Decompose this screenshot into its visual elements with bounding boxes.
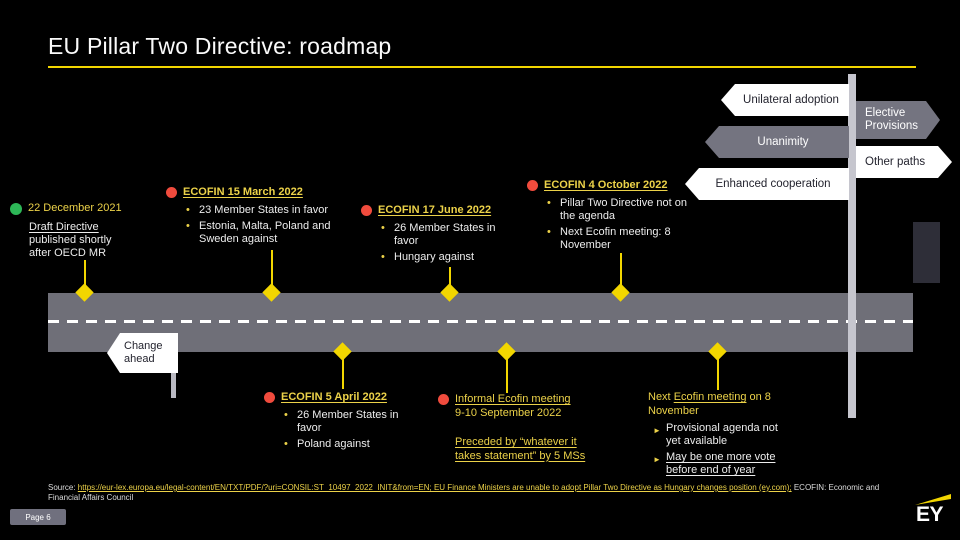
bullet-row: ► Provisional agenda not yet available — [650, 422, 818, 448]
bullet-row: • 26 Member States in favor — [281, 409, 399, 435]
bullet-marker: • — [381, 222, 385, 234]
event-mar2022-title-link[interactable]: ECOFIN 15 March 2022 — [183, 186, 303, 198]
bullet-row: • Poland against — [281, 438, 399, 451]
event-sep2022-title-link[interactable]: Informal Ecofin meeting — [455, 393, 571, 405]
sign-other-paths-label: Other paths — [865, 155, 926, 168]
bullet-marker: • — [381, 251, 385, 263]
bullet-text: Pillar Two Directive not on the agenda — [560, 197, 687, 222]
connector-sep2022 — [506, 352, 508, 393]
bullet-text: Estonia, Malta, Poland and Sweden agains… — [199, 220, 331, 245]
bullet-marker: • — [284, 438, 288, 450]
sign-elective-label: Elective Provisions — [865, 107, 919, 132]
sign-unilateral-adoption: Unilateral adoption — [721, 84, 849, 116]
sign-enhanced-label: Enhanced cooperation — [715, 177, 831, 190]
page-number-badge: Page 6 — [10, 509, 66, 525]
sign-elective-provisions: Elective Provisions — [856, 101, 940, 139]
connector-jun2022 — [449, 267, 451, 294]
red-status-dot — [166, 187, 177, 198]
road-band — [48, 293, 913, 352]
bullet-marker: • — [284, 409, 288, 421]
bullet-text: Provisional agenda not yet available — [666, 422, 778, 447]
bullet-text: 26 Member States in favor — [394, 222, 496, 247]
bullet-row: ► May be one more vote before end of yea… — [650, 451, 818, 477]
event-dec2021-desc-rest: published shortly after OECD MR — [29, 234, 112, 259]
triangle-bullet-marker: ► — [653, 426, 661, 435]
event-sep2022-note-link[interactable]: Preceded by “whatever it takes statement… — [455, 436, 586, 462]
event-nov2022-title-post: on 8 November — [648, 391, 771, 417]
connector-nov2022 — [717, 352, 719, 390]
green-status-dot — [10, 203, 22, 215]
sign-enhanced-cooperation: Enhanced cooperation — [685, 168, 849, 200]
bullet-text: 23 Member States in favor — [199, 204, 329, 216]
bullet-marker: • — [547, 226, 551, 238]
page-title: EU Pillar Two Directive: roadmap — [48, 33, 392, 59]
sign-unanimity-label: Unanimity — [757, 135, 809, 148]
event-sep2022-date: 9-10 September 2022 — [455, 406, 562, 419]
connector-mar2022 — [271, 250, 273, 294]
sign-unilateral-label: Unilateral adoption — [743, 93, 839, 106]
change-ahead-sign: Change ahead — [107, 333, 178, 373]
source-prefix: Source: — [48, 483, 78, 492]
red-status-dot — [438, 394, 449, 405]
bullet-row: • 26 Member States in favor — [378, 222, 501, 248]
bullet-row: • 23 Member States in favor — [183, 204, 351, 217]
bullet-marker: • — [547, 197, 551, 209]
connector-dec2021 — [84, 260, 86, 294]
ey-logo: EY — [916, 503, 944, 526]
signpost-pole — [848, 74, 856, 418]
event-nov2022-title-pre: Next — [648, 391, 674, 403]
draft-directive-link[interactable]: Draft Directive — [29, 221, 99, 233]
event-nov2022-title-link[interactable]: Ecofin meeting — [673, 391, 747, 403]
event-nov2022: Next Ecofin meeting on 8 November ► Prov… — [648, 391, 818, 480]
connector-oct2022 — [620, 253, 622, 293]
connector-apr2022 — [342, 352, 344, 389]
event-dec2021: 22 December 2021 Draft Directive publish… — [10, 202, 145, 260]
change-sign-post — [171, 352, 176, 398]
event-dec2021-desc: Draft Directive published shortly after … — [29, 221, 131, 260]
decorative-rect — [913, 222, 940, 283]
event-apr2022-title-link[interactable]: ECOFIN 5 April 2022 — [281, 391, 387, 403]
red-status-dot — [264, 392, 275, 403]
triangle-bullet-marker: ► — [653, 455, 661, 464]
event-sep2022: Informal Ecofin meeting 9-10 September 2… — [438, 393, 608, 463]
bullet-row: • Next Ecofin meeting: 8 November — [544, 226, 697, 252]
red-status-dot — [527, 180, 538, 191]
red-status-dot — [361, 205, 372, 216]
sign-unanimity: Unanimity — [705, 126, 849, 158]
change-sign-line1: Change — [124, 339, 163, 352]
event-mar2022: ECOFIN 15 March 2022 • 23 Member States … — [166, 186, 351, 249]
bullet-text: May be one more vote before end of year — [666, 451, 776, 476]
bullet-row: • Pillar Two Directive not on the agenda — [544, 197, 697, 223]
event-nov2022-title: Next Ecofin meeting on 8 November — [648, 391, 788, 418]
change-sign-line2: ahead — [124, 353, 155, 365]
sign-other-paths: Other paths — [856, 146, 952, 178]
bullet-marker: • — [186, 220, 190, 232]
source-note: Source: https://eur-lex.europa.eu/legal-… — [48, 483, 910, 503]
bullet-row: • Estonia, Malta, Poland and Sweden agai… — [183, 220, 351, 246]
event-dec2021-date: 22 December 2021 — [28, 202, 122, 214]
event-apr2022: ECOFIN 5 April 2022 • 26 Member States i… — [264, 391, 399, 454]
event-oct2022-title-link[interactable]: ECOFIN 4 October 2022 — [544, 179, 668, 191]
event-jun2022: ECOFIN 17 June 2022 • 26 Member States i… — [361, 204, 501, 267]
title-underline — [48, 66, 916, 68]
source-link[interactable]: https://eur-lex.europa.eu/legal-content/… — [77, 483, 792, 492]
event-jun2022-title-link[interactable]: ECOFIN 17 June 2022 — [378, 204, 492, 216]
bullet-text: Next Ecofin meeting: 8 November — [560, 226, 671, 251]
road-center-dashes — [48, 320, 913, 323]
bullet-row: • Hungary against — [378, 251, 501, 264]
bullet-text: Hungary against — [394, 251, 475, 263]
bullet-marker: • — [186, 204, 190, 216]
bullet-text: 26 Member States in favor — [297, 409, 399, 434]
source-suffix: ECOFIN: Economic and Financial Affairs C… — [48, 483, 880, 502]
bullet-text: Poland against — [297, 438, 370, 450]
ey-logo-beam-icon — [915, 494, 951, 505]
event-oct2022: ECOFIN 4 October 2022 • Pillar Two Direc… — [527, 179, 697, 255]
